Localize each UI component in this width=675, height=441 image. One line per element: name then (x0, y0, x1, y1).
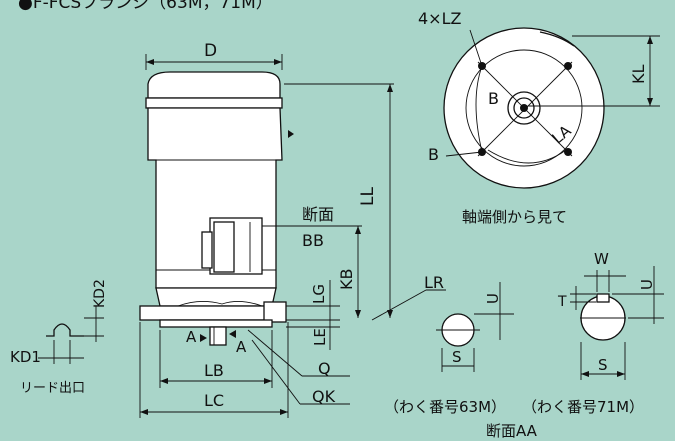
motor-top-cap (147, 71, 281, 99)
dim-KB: KB (262, 225, 362, 318)
label-lead-outlet: リード出口 (20, 381, 85, 396)
label-LG: LG (310, 284, 328, 304)
label-U-71m: U (638, 279, 656, 290)
flange-neck (155, 287, 277, 307)
label-frame-71m: （わく番号71M） (522, 398, 644, 416)
label-B-lower: B (428, 145, 439, 164)
flange-plate (139, 305, 281, 321)
label-LL: LL (358, 187, 378, 206)
label-view-caption: 軸端側から見て (462, 208, 567, 226)
label-B-upper: B (488, 89, 499, 108)
shaft-circle-outer (507, 91, 541, 125)
label-LC: LC (204, 391, 224, 410)
lead-outlet-detail: KD2 KD1 リード出口 (10, 279, 108, 396)
section-aa-63m: U S (436, 282, 514, 372)
label-LR: LR (424, 273, 444, 292)
shaft-key (596, 293, 610, 303)
label-T: T (557, 294, 567, 310)
label-section-aa: 断面AA (486, 422, 538, 440)
label-W: W (594, 250, 609, 268)
motor-shaft (209, 326, 227, 346)
flange-spigot (159, 319, 273, 328)
label-LE: LE (311, 328, 329, 346)
dim-Q-QK: Q QK (247, 329, 350, 406)
dim-LB: LB (159, 330, 273, 388)
label-section-bb-1: 断面 (302, 205, 334, 224)
label-S-63m: S (452, 348, 462, 366)
dim-LC: LC (139, 322, 289, 418)
label-LB: LB (204, 361, 224, 380)
dim-LG-LE: LG LE (286, 280, 340, 350)
label-frame-63m: （わく番号63M） (384, 398, 506, 416)
lead-outlet-shape (46, 323, 84, 337)
motor-side-view (139, 71, 294, 346)
motor-cap-ring (145, 97, 283, 109)
label-KD2: KD2 (92, 279, 108, 308)
label-section-a-left: A (186, 328, 197, 346)
label-Q: Q (318, 359, 331, 378)
label-section-bb-2: BB (302, 231, 324, 250)
label-KB: KB (337, 269, 356, 290)
dim-L: LL (284, 83, 394, 318)
label-U-63m: U (484, 293, 502, 304)
label-section-a-right: A (236, 338, 247, 356)
label-4xLZ: 4×LZ (418, 9, 462, 28)
section-aa-71m: W T U S (557, 250, 664, 380)
label-QK: QK (312, 387, 336, 406)
dim-D: D (145, 41, 283, 70)
header-title: ●F-FCSフランジ（63M，71M） (18, 0, 273, 13)
label-S-71m: S (598, 356, 608, 374)
motor-end-view: KL 4×LZ B B LA 軸端側から見て (418, 9, 660, 226)
dim-LR: LR (371, 273, 446, 321)
label-KL: KL (629, 65, 648, 84)
label-KD1: KD1 (10, 348, 41, 366)
label-D: D (204, 41, 217, 61)
